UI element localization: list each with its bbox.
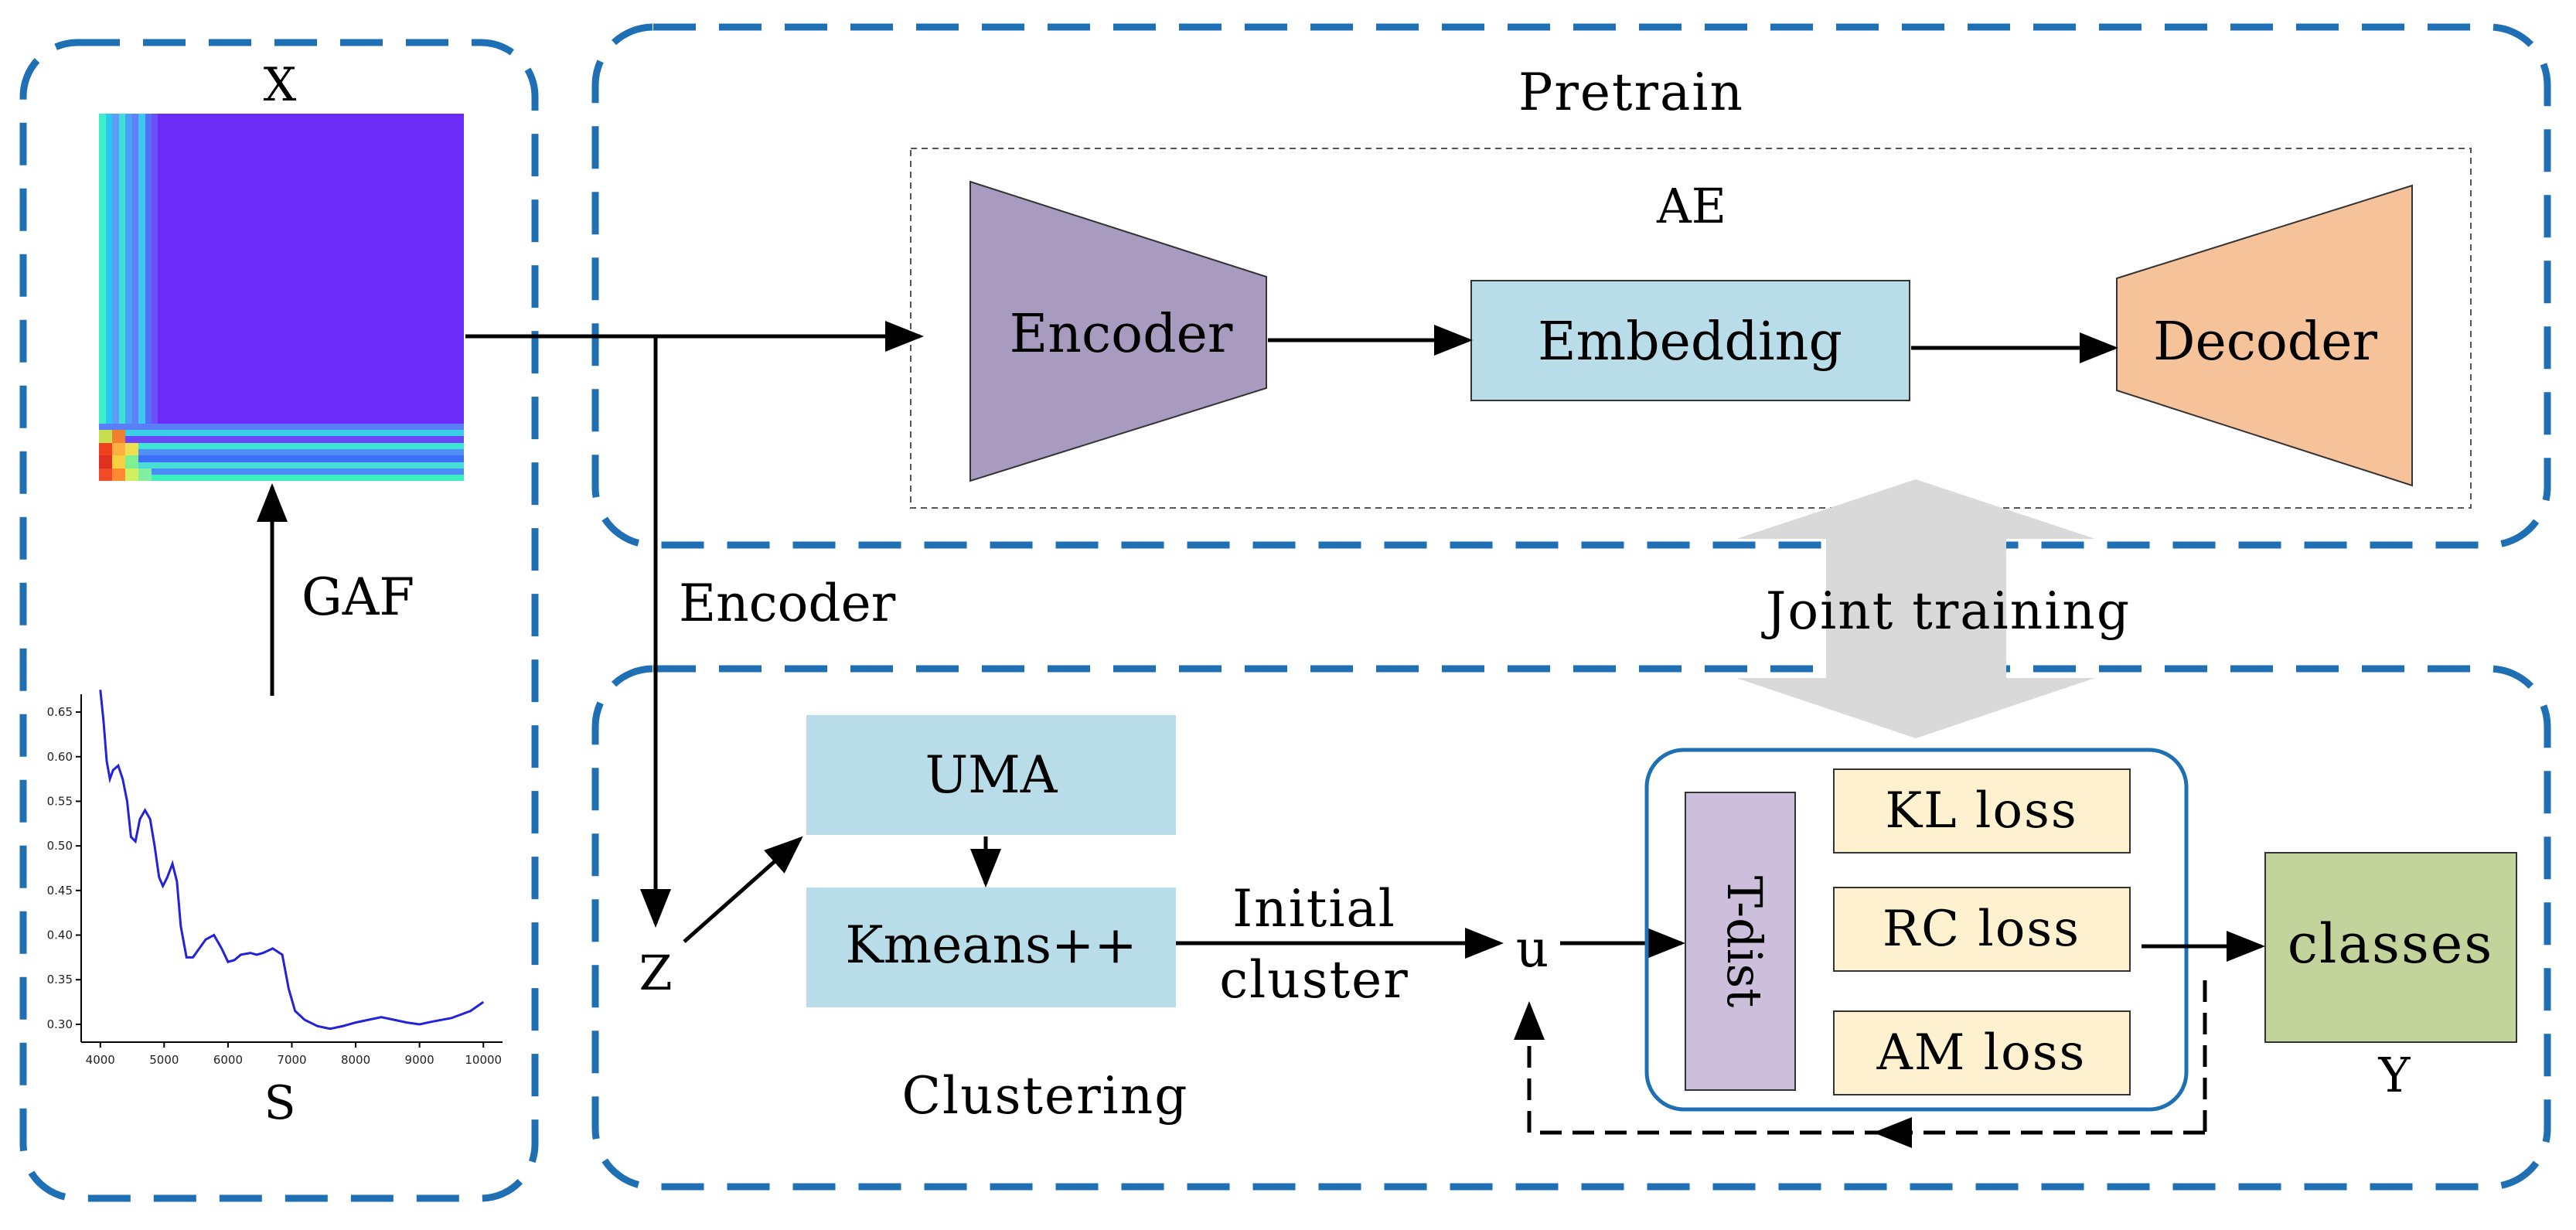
embedding-box[interactable]	[1470, 280, 1910, 401]
y-tick-label: 0.50	[47, 839, 73, 853]
am-loss-label: AM loss	[1876, 1024, 2087, 1082]
pretrain-title: Pretrain	[1518, 63, 1744, 122]
y-label: Y	[2378, 1047, 2411, 1103]
encoder-label: Encoder	[1010, 304, 1233, 365]
tdist-box[interactable]	[1685, 792, 1796, 1091]
y-tick-label: 0.40	[47, 928, 73, 942]
u-label: u	[1516, 919, 1549, 979]
embedding-label: Embedding	[1538, 312, 1842, 373]
uma-box[interactable]	[806, 715, 1176, 835]
classes-box[interactable]	[2264, 852, 2517, 1043]
decoder-label: Decoder	[2153, 312, 2378, 373]
x-tick-label: 4000	[86, 1053, 115, 1067]
initial-label: Initial	[1232, 879, 1396, 939]
encoder-shape[interactable]	[969, 180, 1267, 482]
left-group-border	[19, 39, 539, 1202]
clustering-group-border	[591, 665, 2551, 1191]
y-tick-label: 0.60	[47, 750, 73, 764]
tdist-label: T-dist	[1716, 876, 1773, 1008]
x-tick-label: 8000	[341, 1053, 370, 1067]
rc-loss-label: RC loss	[1883, 901, 2080, 958]
spectrum-plot: 4000 5000 6000 7000 8000 9000 10000 0.30 0.35 0.4…	[47, 690, 503, 1067]
am-loss-box[interactable]	[1833, 1010, 2131, 1095]
cluster-label: cluster	[1219, 950, 1409, 1010]
y-tick-label: 0.45	[47, 884, 73, 898]
kmeans-label: Kmeans++	[845, 915, 1136, 975]
y-tick-label: 0.65	[47, 705, 73, 719]
x-tick-label: 7000	[277, 1053, 306, 1067]
kl-loss-box[interactable]	[1833, 768, 2131, 854]
x-tick-label: 6000	[213, 1053, 243, 1067]
x-tick-label: 9000	[405, 1053, 434, 1067]
clustering-title: Clustering	[902, 1066, 1189, 1126]
kl-loss-label: KL loss	[1885, 782, 2077, 840]
encoder-side-label: Encoder	[679, 574, 896, 633]
z-to-uma-arrow	[683, 836, 803, 943]
x-label: X	[264, 58, 297, 112]
spectrum-line	[99, 690, 485, 1031]
y-tick-label: 0.35	[47, 973, 73, 986]
joint-training-arrow	[1736, 479, 2095, 738]
rc-loss-box[interactable]	[1833, 887, 2131, 972]
x-tick-label: 10000	[465, 1053, 502, 1067]
gaf-heatmap	[99, 114, 464, 481]
classes-label: classes	[2288, 912, 2494, 976]
ae-label: AE	[1656, 178, 1726, 234]
y-tick-label: 0.30	[47, 1017, 73, 1031]
pretrain-group-border	[591, 23, 2551, 549]
s-label: S	[264, 1076, 295, 1130]
y-tick-label: 0.55	[47, 794, 73, 808]
loss-group-box	[1644, 748, 2189, 1112]
x-tick-label: 5000	[149, 1053, 179, 1067]
joint-training-label: Joint training	[1761, 581, 2131, 641]
gaf-label: GAF	[302, 567, 414, 627]
z-label: Z	[639, 945, 672, 1001]
uma-label: UMA	[925, 745, 1058, 805]
kmeans-box[interactable]	[806, 888, 1176, 1007]
